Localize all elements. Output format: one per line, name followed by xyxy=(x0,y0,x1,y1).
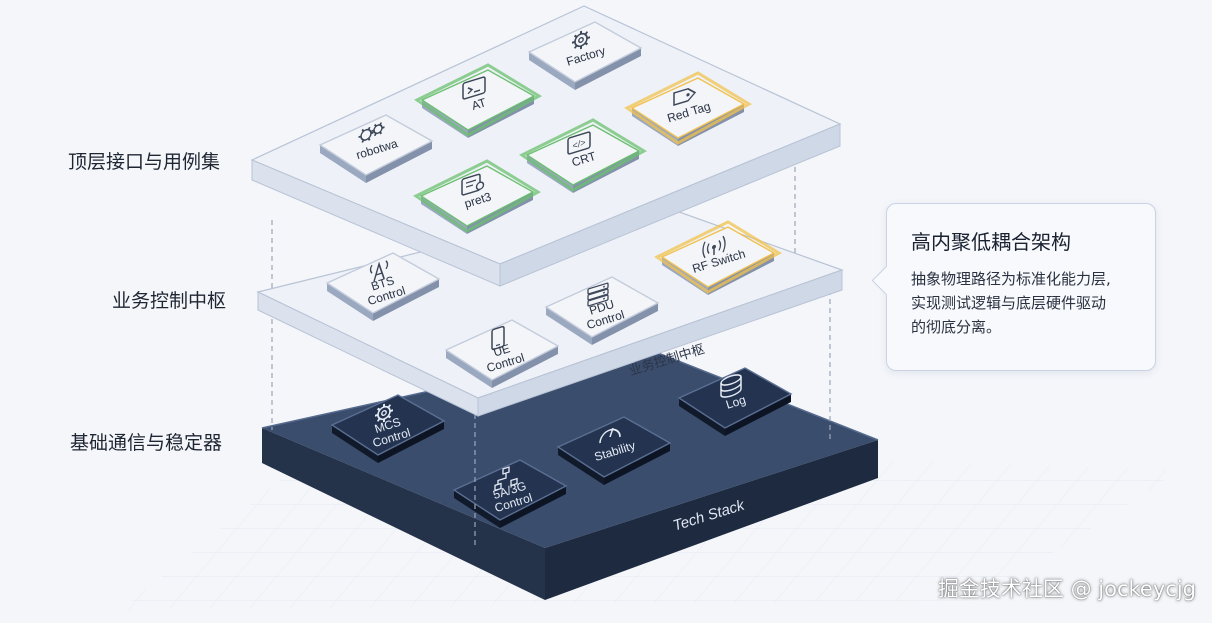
svg-text:</>: </> xyxy=(573,137,586,151)
card-red-tag: Red Tag xyxy=(624,71,752,146)
card-face xyxy=(325,252,441,314)
card-edge xyxy=(679,398,725,436)
card-glow xyxy=(624,71,752,145)
card-edge xyxy=(575,48,641,90)
layer-label-top: 顶层接口与用例集 xyxy=(68,151,221,173)
card-edge xyxy=(327,283,373,321)
card-face xyxy=(444,319,560,381)
card-at: AT xyxy=(414,63,542,138)
card-5a-3g-control: 5A/3GControl xyxy=(452,459,568,528)
card-glow xyxy=(519,118,647,192)
card-crt: </>CRT xyxy=(519,118,647,193)
gear-icon xyxy=(375,403,393,423)
card-face xyxy=(544,276,660,338)
card-edge xyxy=(592,303,658,345)
card-mcs-control: MCSControl xyxy=(330,394,446,463)
card-bts-control: BTSControl xyxy=(325,252,441,321)
layer-label-bottom: 基础通信与稳定器 xyxy=(70,432,223,454)
card-edge xyxy=(500,486,566,528)
server-rack-icon xyxy=(587,282,609,307)
card-face xyxy=(630,77,746,139)
architecture-callout: 高内聚低耦合架构 抽象物理路径为标准化能力层, 实现测试逻辑与底层硬件驱动 的彻… xyxy=(871,203,1156,371)
card-pdu-control: PDUControl xyxy=(544,276,660,345)
gears-icon xyxy=(358,122,385,143)
card-robotwa: robotwa xyxy=(318,114,434,183)
card-glow xyxy=(414,63,542,137)
card-edge xyxy=(332,425,378,463)
tag-icon xyxy=(673,87,697,107)
callout-title: 高内聚低耦合架构 xyxy=(911,230,1071,254)
card-factory: Factory xyxy=(527,21,643,90)
card-face xyxy=(420,69,536,131)
card-edge xyxy=(529,52,575,90)
card-face xyxy=(318,114,434,176)
card-face xyxy=(660,226,776,288)
card-edge xyxy=(446,350,492,388)
card-edge xyxy=(492,346,558,388)
callout-line: 的彻底分离。 xyxy=(911,318,1002,336)
mobile-phone-icon xyxy=(491,325,505,351)
gauge-icon xyxy=(599,428,621,444)
watermark: 掘金技术社区 @ jockeycjg xyxy=(937,577,1196,601)
card-face xyxy=(419,165,535,227)
card-rf-switch: RF Switch xyxy=(654,220,782,295)
card-edge xyxy=(558,447,604,485)
card-face xyxy=(527,21,643,83)
top-plate xyxy=(250,5,842,287)
card-face xyxy=(556,416,672,478)
card-edge xyxy=(366,141,432,183)
card-pret3: pret3 xyxy=(413,159,541,234)
terminal-icon xyxy=(462,76,486,100)
card-face xyxy=(330,394,446,456)
antenna-tower-icon xyxy=(369,260,389,282)
card-label: AT xyxy=(470,95,489,113)
card-glow xyxy=(654,220,782,294)
gear-icon xyxy=(572,30,590,50)
callout-line: 实现测试逻辑与底层硬件驱动 xyxy=(911,294,1107,312)
card-edge xyxy=(604,443,670,485)
card-face xyxy=(677,367,793,429)
card-edge xyxy=(546,307,592,345)
callout-line: 抽象物理路径为标准化能力层, xyxy=(911,270,1111,288)
card-face xyxy=(525,124,641,186)
wireless-signal-icon xyxy=(702,235,726,259)
card-edge xyxy=(725,394,791,436)
card-stability: Stability xyxy=(556,416,672,485)
card-edge xyxy=(454,490,500,528)
card-label: Log xyxy=(724,393,747,412)
layer-label-middle: 业务控制中枢 xyxy=(112,290,227,312)
card-face xyxy=(452,459,568,521)
card-edge xyxy=(378,421,444,463)
card-edge xyxy=(373,279,439,321)
card-log: Log xyxy=(677,367,793,436)
network-nodes-icon xyxy=(494,466,518,492)
code-window-icon: </> xyxy=(567,131,591,155)
database-icon xyxy=(720,374,742,398)
card-edge xyxy=(320,145,366,183)
card-ue-control: UEControl xyxy=(444,319,560,388)
card-glow xyxy=(413,159,541,233)
document-search-icon xyxy=(461,173,485,196)
